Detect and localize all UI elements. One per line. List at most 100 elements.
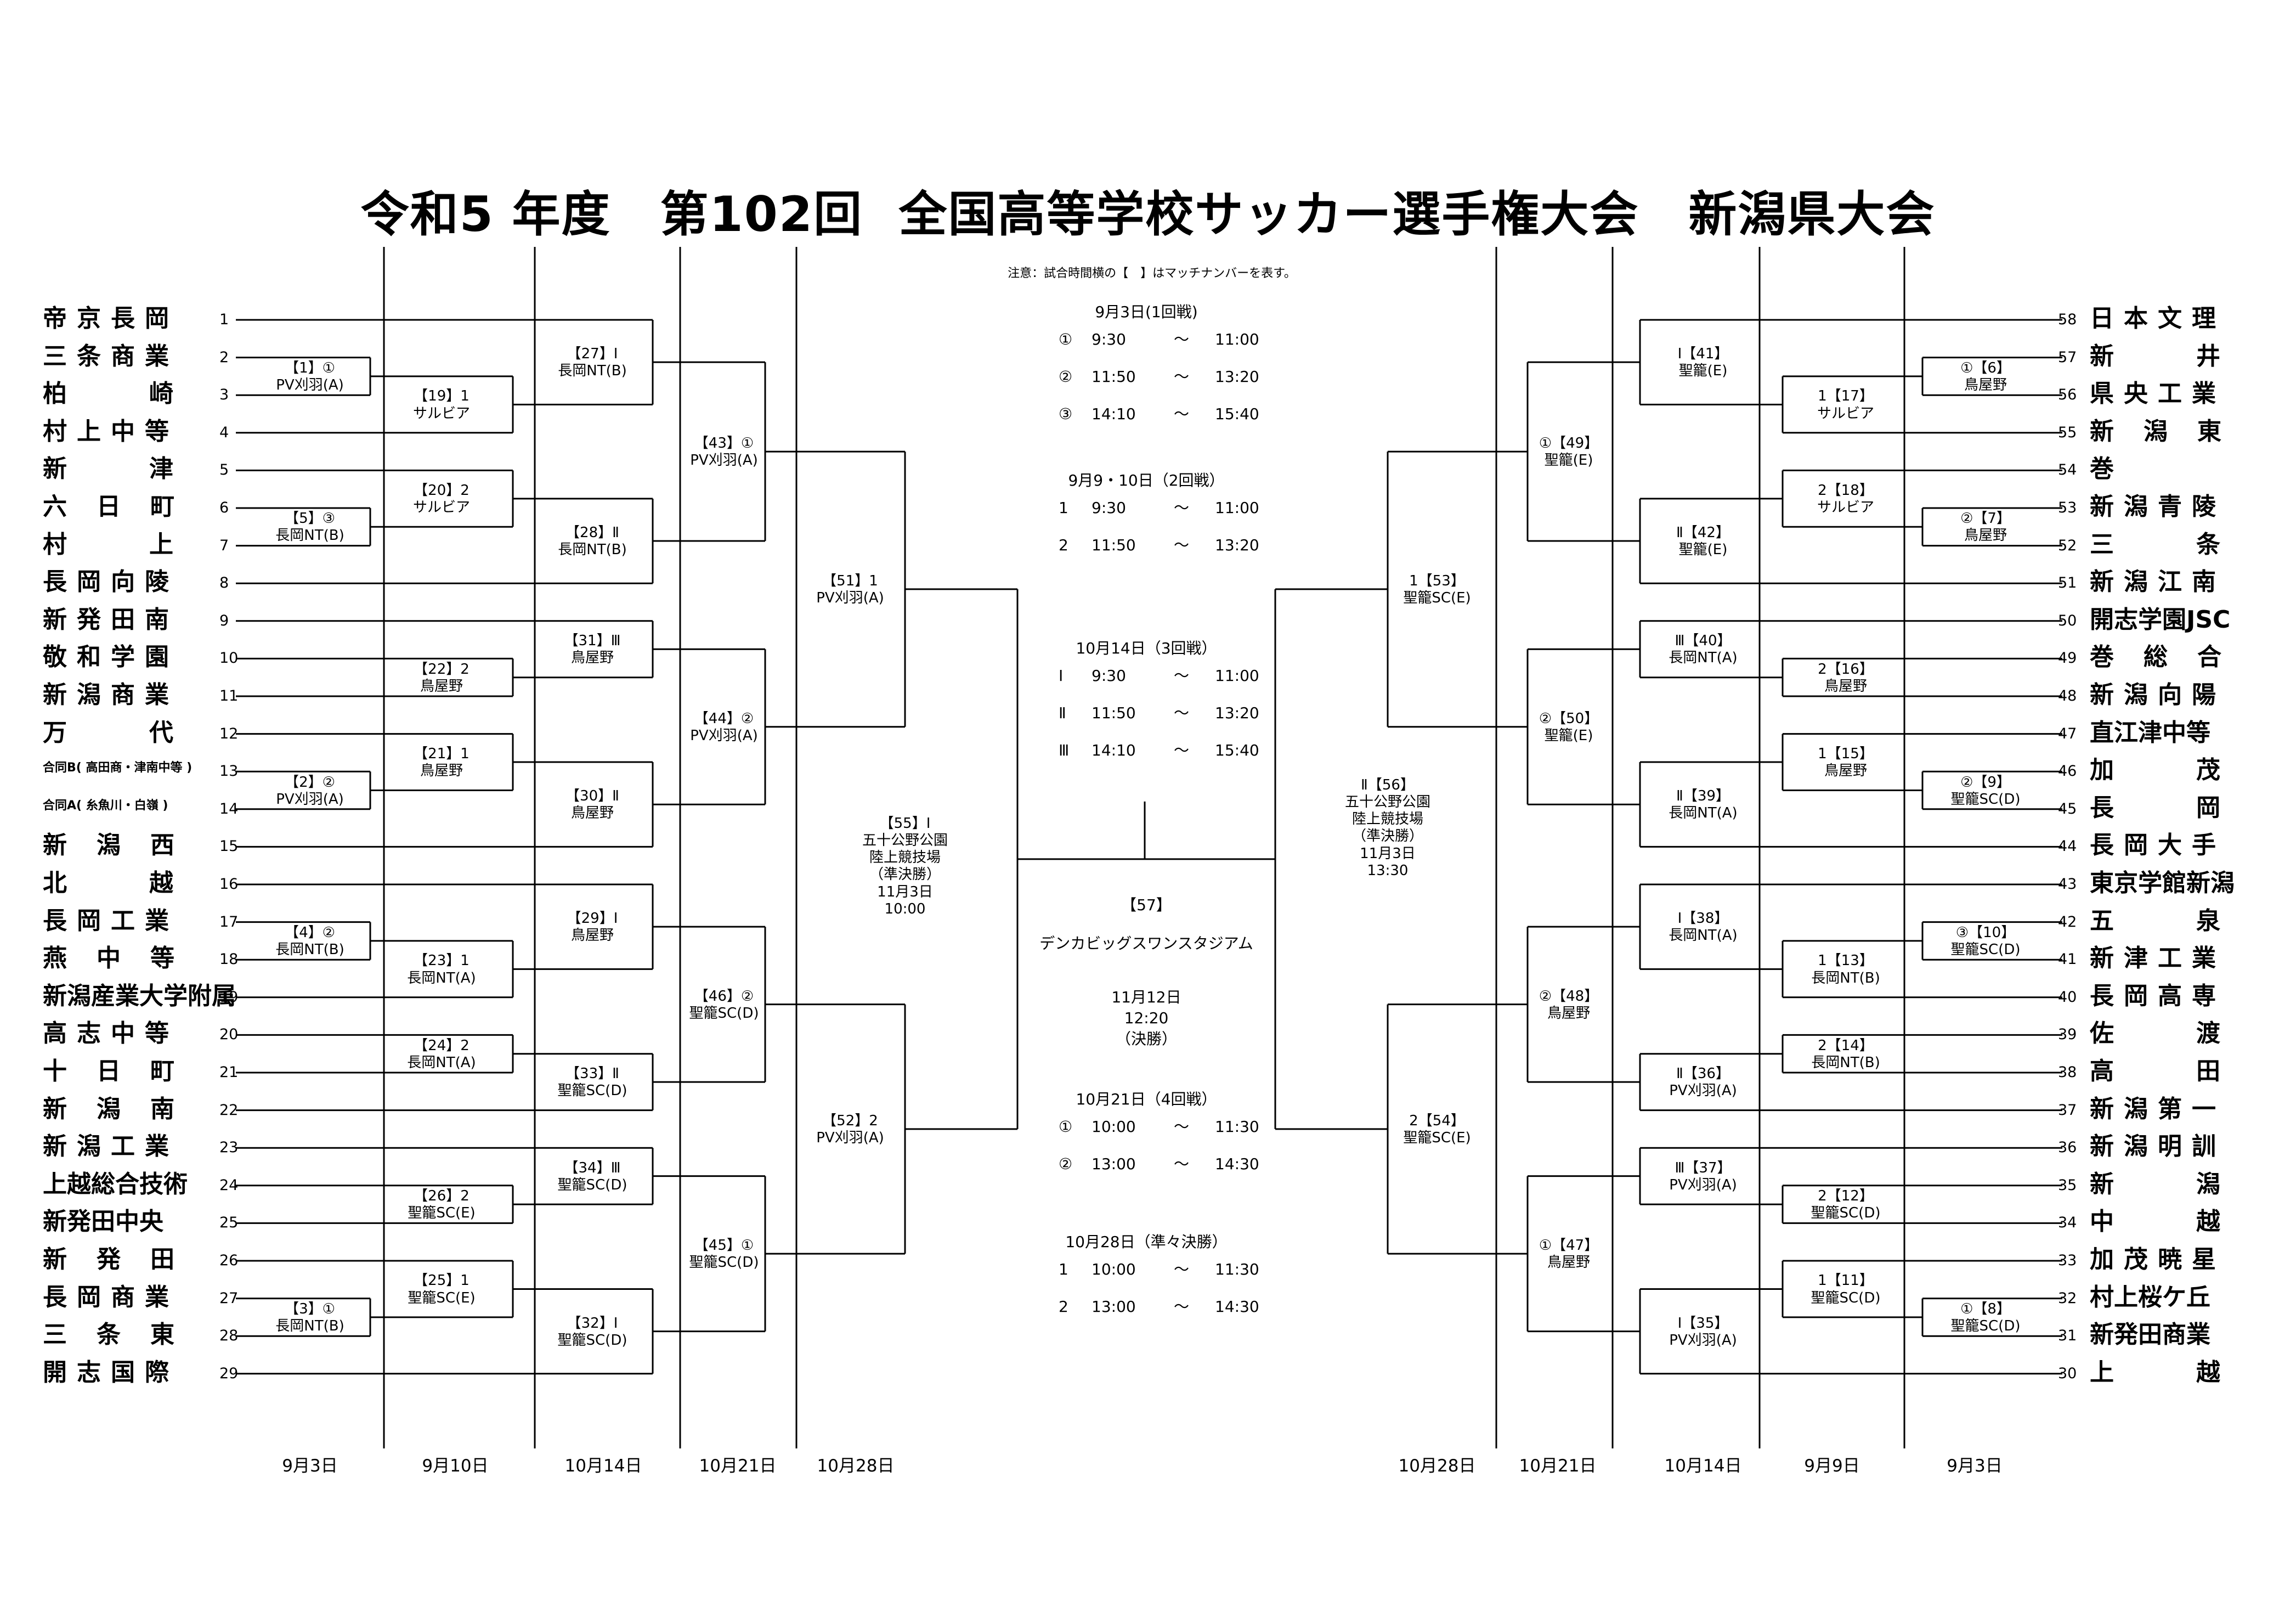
match-label-line: 聖籠SC(D) (1811, 1289, 1881, 1306)
match-label-line: 長岡NT(A) (407, 1054, 476, 1071)
schedule-cell: 15:40 (1215, 405, 1259, 423)
schedule-cell: 11:00 (1215, 330, 1259, 348)
match-label-line: Ⅱ【56】 (1361, 776, 1415, 793)
team-name: 新潟 (2090, 1170, 2296, 1198)
team-name: 北越 (43, 869, 256, 897)
team-seed-number: 2 (219, 348, 229, 366)
team-name: 新潟商業 (43, 681, 179, 709)
round-date-left: 9月10日 (422, 1456, 489, 1476)
match-label-line: 【33】Ⅱ (565, 1065, 619, 1082)
final-time: 12:20 (1124, 1008, 1169, 1027)
match-label-line: 聖籠(E) (1678, 542, 1728, 559)
team-name: 燕中等 (43, 944, 204, 973)
match-label-line: 【25】1 (414, 1272, 470, 1289)
team-seed-number: 13 (219, 763, 239, 780)
match-label-line: 鳥屋野 (570, 805, 614, 822)
team-seed-number: 11 (219, 687, 239, 704)
team-seed-number: 56 (2058, 386, 2077, 404)
team-name: 巻総合 (2090, 643, 2251, 672)
match-label-line: ②【7】 (1960, 510, 2011, 527)
team-name: 中越 (2090, 1208, 2296, 1236)
schedule-cell: 〜 (1174, 368, 1190, 386)
match-label: 1【11】聖籠SC(D) (1811, 1272, 1881, 1306)
team-name: 三条東 (43, 1321, 204, 1349)
match-label: 2【54】聖籠SC(E) (1403, 1113, 1471, 1147)
schedule-heading: 10月14日（3回戦） (1076, 639, 1217, 657)
match-label-line: 鳥屋野 (1964, 377, 2007, 394)
schedule-cell: 9:30 (1092, 667, 1126, 685)
schedule-cell: 13:20 (1215, 704, 1259, 722)
match-label-line: サルビア (412, 499, 471, 516)
match-label-line: 聖籠SC(D) (557, 1082, 627, 1099)
match-label: 2【16】鳥屋野 (1818, 661, 1874, 695)
team-name: 新潟南 (43, 1095, 204, 1123)
team-seed-number: 18 (219, 951, 239, 968)
match-label-line: 2【16】 (1818, 661, 1874, 678)
match-label-line: 長岡NT(B) (558, 542, 627, 559)
schedule-heading: 9月3日(1回戦) (1095, 303, 1198, 321)
team-seed-number: 52 (2058, 537, 2077, 554)
team-seed-number: 30 (2058, 1364, 2077, 1382)
match-label-line: 聖籠SC(D) (557, 1176, 627, 1193)
match-label-line: ②【48】 (1539, 988, 1599, 1005)
schedule-cell: 11:30 (1215, 1118, 1259, 1136)
match-label-line: 11月3日 (877, 883, 933, 900)
match-label-line: PV刈羽(A) (1669, 1332, 1737, 1349)
match-label-line: 【31】Ⅲ (564, 633, 621, 650)
match-label-line: 1【13】 (1818, 952, 1874, 969)
match-label-line: PV刈羽(A) (276, 791, 344, 808)
match-label: ②【50】聖籠(E) (1539, 710, 1598, 745)
schedule-cell: ② (1059, 368, 1073, 386)
team-seed-number: 8 (219, 574, 229, 592)
team-seed-number: 9 (219, 612, 229, 629)
team-seed-number: 12 (219, 725, 239, 742)
team-seed-number: 3 (219, 386, 229, 404)
team-name: 柏崎 (43, 380, 256, 408)
team-seed-number: 37 (2058, 1101, 2077, 1119)
match-label-line: 五十公野公園 (1344, 794, 1431, 811)
match-label: ③【10】聖籠SC(D) (1951, 924, 2021, 958)
team-seed-number: 14 (219, 800, 239, 817)
team-name: 新潟産業大学附属 (43, 982, 236, 1010)
schedule-cell: 〜 (1174, 499, 1190, 517)
team-name: 合同B( 高田商・津南中等 ) (43, 761, 193, 775)
match-label-line: 11月3日 (1360, 845, 1416, 862)
match-label-line: 【46】② (694, 988, 754, 1005)
match-label-line: PV刈羽(A) (816, 590, 884, 607)
match-label-line: 聖籠(E) (1544, 727, 1593, 744)
match-label-line: ①【49】 (1539, 435, 1599, 452)
match-label: 2【14】長岡NT(B) (1811, 1037, 1880, 1072)
match-label-line: Ⅰ【41】 (1677, 346, 1729, 363)
match-label: 1【53】聖籠SC(E) (1403, 573, 1471, 607)
match-label-line: PV刈羽(A) (276, 377, 344, 394)
match-label-line: 【20】2 (414, 482, 470, 499)
match-label-line: 【21】1 (414, 746, 470, 763)
match-label-line: 長岡NT(B) (275, 941, 344, 958)
team-seed-number: 51 (2058, 574, 2077, 592)
match-label: ②【48】鳥屋野 (1539, 988, 1598, 1022)
schedule-cell: 〜 (1174, 1260, 1190, 1278)
match-label-line: 聖籠SC(D) (689, 1254, 759, 1271)
team-seed-number: 4 (219, 424, 229, 441)
match-label: ②【7】鳥屋野 (1960, 510, 2011, 544)
match-label-line: 鳥屋野 (1824, 763, 1868, 780)
match-label: 1【17】サルビア (1817, 388, 1874, 422)
match-label-line: 【24】2 (414, 1037, 470, 1054)
schedule-cell: Ⅲ (1059, 741, 1070, 759)
team-name: 村上中等 (43, 417, 179, 446)
final-date: 11月12日 (1111, 988, 1181, 1006)
match-label-line: 聖籠SC(D) (689, 1005, 759, 1022)
schedule-cell: 11:00 (1215, 499, 1259, 517)
team-name: 長岡向陵 (43, 568, 179, 596)
round-date-right: 10月28日 (1398, 1456, 1476, 1476)
match-label-line: 2【54】 (1409, 1112, 1465, 1129)
team-seed-number: 7 (219, 537, 229, 554)
match-label: Ⅲ【37】PV刈羽(A) (1669, 1160, 1737, 1194)
match-label-line: 聖籠SC(E) (408, 1205, 476, 1222)
round-date-right: 9月3日 (1947, 1456, 2003, 1476)
